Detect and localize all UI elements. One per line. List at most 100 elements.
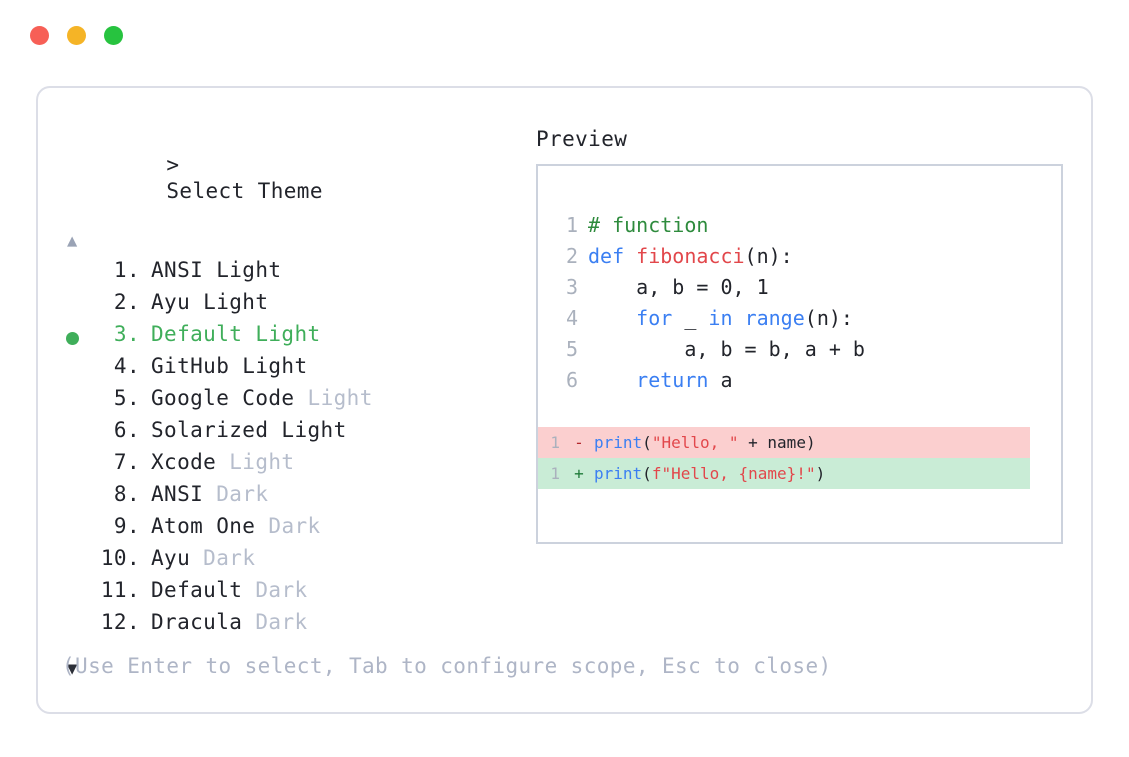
theme-item-label: Atom One Dark	[151, 514, 321, 538]
theme-item-variant: Dark	[255, 514, 321, 538]
theme-list-item[interactable]: 9. Atom One Dark	[62, 514, 532, 546]
bullet-placeholder	[62, 450, 90, 482]
theme-picker-card: > Select Theme ▲ 1. ANSI Light 2. Ayu Light…	[36, 86, 1093, 714]
theme-item-variant: Dark	[203, 482, 269, 506]
theme-item-index: 11.	[100, 578, 140, 602]
theme-item-variant: Dark	[242, 610, 308, 634]
code-line: 6 return a	[556, 365, 1061, 396]
bullet-placeholder	[62, 578, 90, 610]
theme-item-name: Google Code	[151, 386, 295, 410]
preview-title: Preview	[536, 127, 628, 151]
theme-item-name: ANSI	[151, 482, 204, 506]
theme-item-variant: Dark	[190, 546, 256, 570]
code-token-string: f"Hello, {name}!"	[651, 464, 816, 483]
diff-plus-icon: +	[574, 464, 584, 483]
window-traffic-lights	[30, 26, 123, 45]
theme-list-item[interactable]: 1. ANSI Light	[62, 258, 532, 290]
theme-list-item[interactable]: 2. Ayu Light	[62, 290, 532, 322]
theme-list: 1. ANSI Light 2. Ayu Light 3. Default Light 4.…	[62, 258, 532, 642]
bullet-placeholder	[62, 514, 90, 546]
theme-item-label: Solarized Light	[151, 418, 347, 442]
theme-list-item[interactable]: 6. Solarized Light	[62, 418, 532, 450]
diff-line-source: print("Hello, " + name)	[594, 433, 816, 452]
preview-panel: Preview 1 # function 2 def fibonacci(n):3 a…	[536, 126, 1076, 544]
scroll-up-icon[interactable]: ▲	[67, 231, 78, 251]
line-number: 1	[565, 213, 578, 237]
theme-item-index: 9.	[113, 514, 140, 538]
code-line-source: # function	[588, 210, 708, 241]
code-sample: 1 # function 2 def fibonacci(n):3 a, b = 0,…	[538, 166, 1061, 396]
theme-item-index: 1.	[113, 258, 140, 282]
bullet-placeholder	[62, 258, 90, 290]
code-token-plain: )	[815, 464, 826, 483]
theme-item-variant: Light	[216, 450, 295, 474]
theme-item-index: 7.	[113, 450, 140, 474]
code-token-plain: _	[672, 306, 709, 330]
theme-list-item[interactable]: 11.Default Dark	[62, 578, 532, 610]
diff-removed-line: 1-print("Hello, " + name)	[538, 427, 1030, 458]
bullet-placeholder	[62, 386, 90, 418]
line-number: 5	[565, 337, 578, 361]
picker-columns: > Select Theme ▲ 1. ANSI Light 2. Ayu Light…	[38, 88, 1091, 712]
code-token-keyword: range	[744, 306, 805, 330]
minimize-window-button[interactable]	[67, 26, 86, 45]
theme-item-label: Ayu Dark	[151, 546, 255, 570]
selection-dot	[66, 331, 79, 345]
diff-line-source: print(f"Hello, {name}!")	[594, 464, 825, 483]
preview-code-box: 1 # function 2 def fibonacci(n):3 a, b = 0,…	[536, 164, 1063, 544]
code-line-source: return a	[588, 365, 733, 396]
code-line: 4 for _ in range(n):	[556, 303, 1061, 334]
theme-list-item[interactable]: 8.ANSI Dark	[62, 482, 532, 514]
code-line-source: def fibonacci(n):	[588, 241, 793, 272]
code-token-plain: (	[642, 433, 652, 452]
theme-list-item[interactable]: 7.Xcode Light	[62, 450, 532, 482]
close-window-button[interactable]	[30, 26, 49, 45]
bullet-placeholder	[62, 290, 90, 322]
theme-list-item[interactable]: 12. Dracula Dark	[62, 610, 532, 642]
line-number: 6	[565, 368, 578, 392]
theme-item-name: Atom One	[151, 514, 256, 538]
code-line-source: a, b = 0, 1	[588, 272, 768, 303]
theme-list-item[interactable]: 5. Google Code Light	[62, 386, 532, 418]
theme-item-name: Dracula	[151, 610, 243, 634]
maximize-window-button[interactable]	[104, 26, 123, 45]
theme-list-item[interactable]: 3. Default Light	[62, 322, 532, 354]
code-token-plain: a	[708, 368, 733, 392]
line-number: 1	[550, 464, 560, 483]
theme-item-index: 2.	[113, 290, 140, 314]
code-line: 1 # function	[556, 210, 1061, 241]
code-line: 5 a, b = b, a + b	[556, 334, 1061, 365]
bullet-placeholder	[62, 418, 90, 450]
theme-list-item[interactable]: 10. Ayu Dark	[62, 546, 532, 578]
code-token-func: fibonacci	[636, 244, 745, 268]
bullet-placeholder	[62, 482, 90, 514]
code-token-plain: (n):	[744, 244, 793, 268]
keyboard-hint: (Use Enter to select, Tab to configure s…	[62, 654, 832, 678]
theme-item-label: Default Light	[151, 322, 321, 346]
theme-item-variant: Dark	[242, 578, 308, 602]
diff-sample: 1-print("Hello, " + name) 1 + print(f"Hello…	[538, 427, 1061, 489]
code-line-source: a, b = b, a + b	[588, 334, 865, 365]
theme-item-name: Default Light	[151, 322, 321, 346]
theme-item-index: 6.	[113, 418, 140, 442]
theme-item-label: Ayu Light	[151, 290, 268, 314]
theme-list-item[interactable]: 4.GitHub Light	[62, 354, 532, 386]
prompt-header: > Select Theme	[62, 126, 532, 230]
code-token-plain: (	[642, 464, 652, 483]
theme-item-index: 10.	[100, 546, 140, 570]
code-token-string: "Hello, "	[651, 433, 739, 452]
diff-minus-icon: -	[574, 433, 584, 452]
theme-item-index: 3.	[113, 322, 140, 346]
theme-item-name: GitHub Light	[151, 354, 308, 378]
scroll-down-icon[interactable]: ▼	[67, 659, 78, 679]
theme-item-index: 5.	[113, 386, 140, 410]
line-number: 4	[565, 306, 578, 330]
code-token-plain: a, b = b, a + b	[588, 337, 865, 361]
theme-item-label: GitHub Light	[151, 354, 308, 378]
theme-item-label: ANSI Light	[151, 258, 281, 282]
code-line: 3 a, b = 0, 1	[556, 272, 1061, 303]
prompt-caret-icon: >	[166, 153, 180, 177]
theme-item-variant: Light	[294, 386, 373, 410]
theme-item-index: 12.	[100, 610, 140, 634]
line-number: 2	[565, 244, 578, 268]
